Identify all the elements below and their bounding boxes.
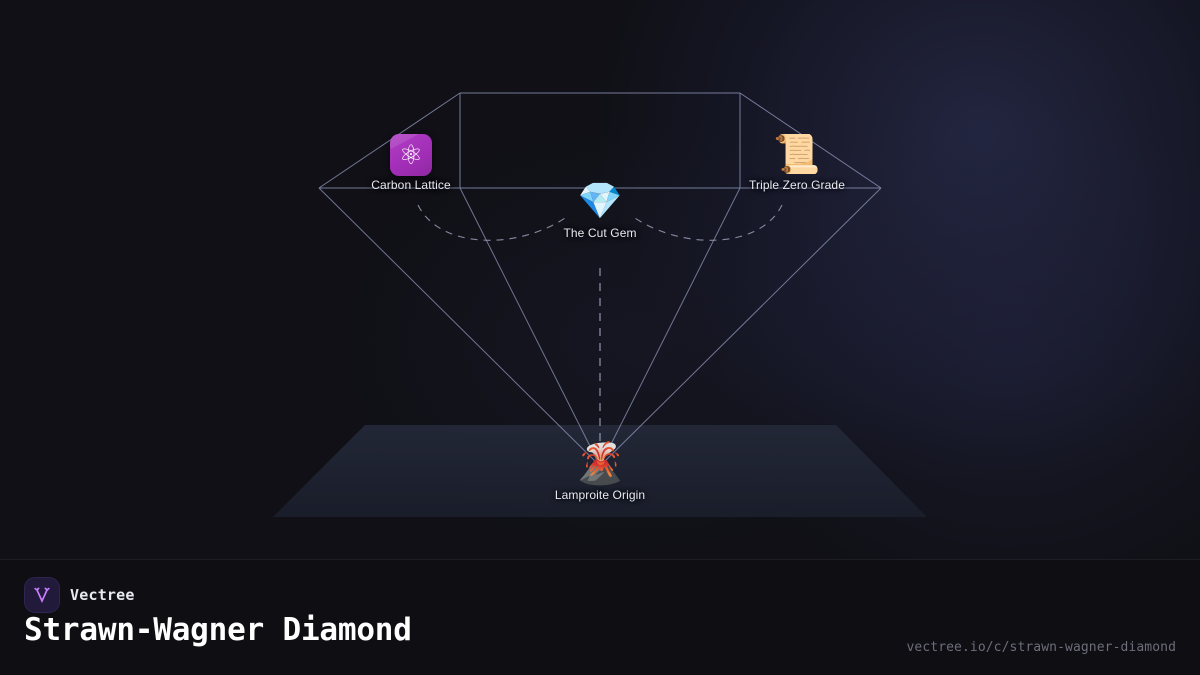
page-title: Strawn-Wagner Diamond [24,612,412,648]
pavilion-lines [318,187,882,467]
volcano-icon: 🌋 [575,441,625,487]
vectree-logo [24,577,60,613]
brand[interactable]: Vectree [24,577,135,613]
gem-icon: 💎 [577,181,623,222]
node-the-cut-gem[interactable]: 💎 The Cut Gem [485,180,715,242]
relation-arcs [417,204,783,241]
node-label-the-cut-gem: The Cut Gem [563,226,637,240]
page-url: vectree.io/c/strawn-wagner-diamond [906,640,1176,655]
node-label-carbon-lattice: Carbon Lattice [371,178,451,192]
footer-bar: Vectree Strawn-Wagner Diamond vectree.io… [0,559,1200,675]
scroll-icon: 📜 [773,132,821,176]
crown-lines [318,92,882,189]
node-triple-zero-grade[interactable]: 📜 Triple Zero Grade [682,132,912,194]
node-label-triple-zero-grade: Triple Zero Grade [749,178,845,192]
node-carbon-lattice[interactable]: ⚛ Carbon Lattice [296,134,526,194]
diamond-wireframe [273,92,927,517]
atom-icon: ⚛ [390,134,432,176]
node-lamproite-origin[interactable]: 🌋 Lamproite Origin [485,442,715,504]
brand-name: Vectree [70,586,135,604]
vectree-logo-mark [34,587,50,604]
base-plane [273,425,927,517]
diagram-stage: ⚛ Carbon Lattice 📜 Triple Zero Grade 💎 T… [0,0,1200,560]
atom-glyph: ⚛ [398,139,424,171]
node-label-lamproite-origin: Lamproite Origin [554,488,646,502]
